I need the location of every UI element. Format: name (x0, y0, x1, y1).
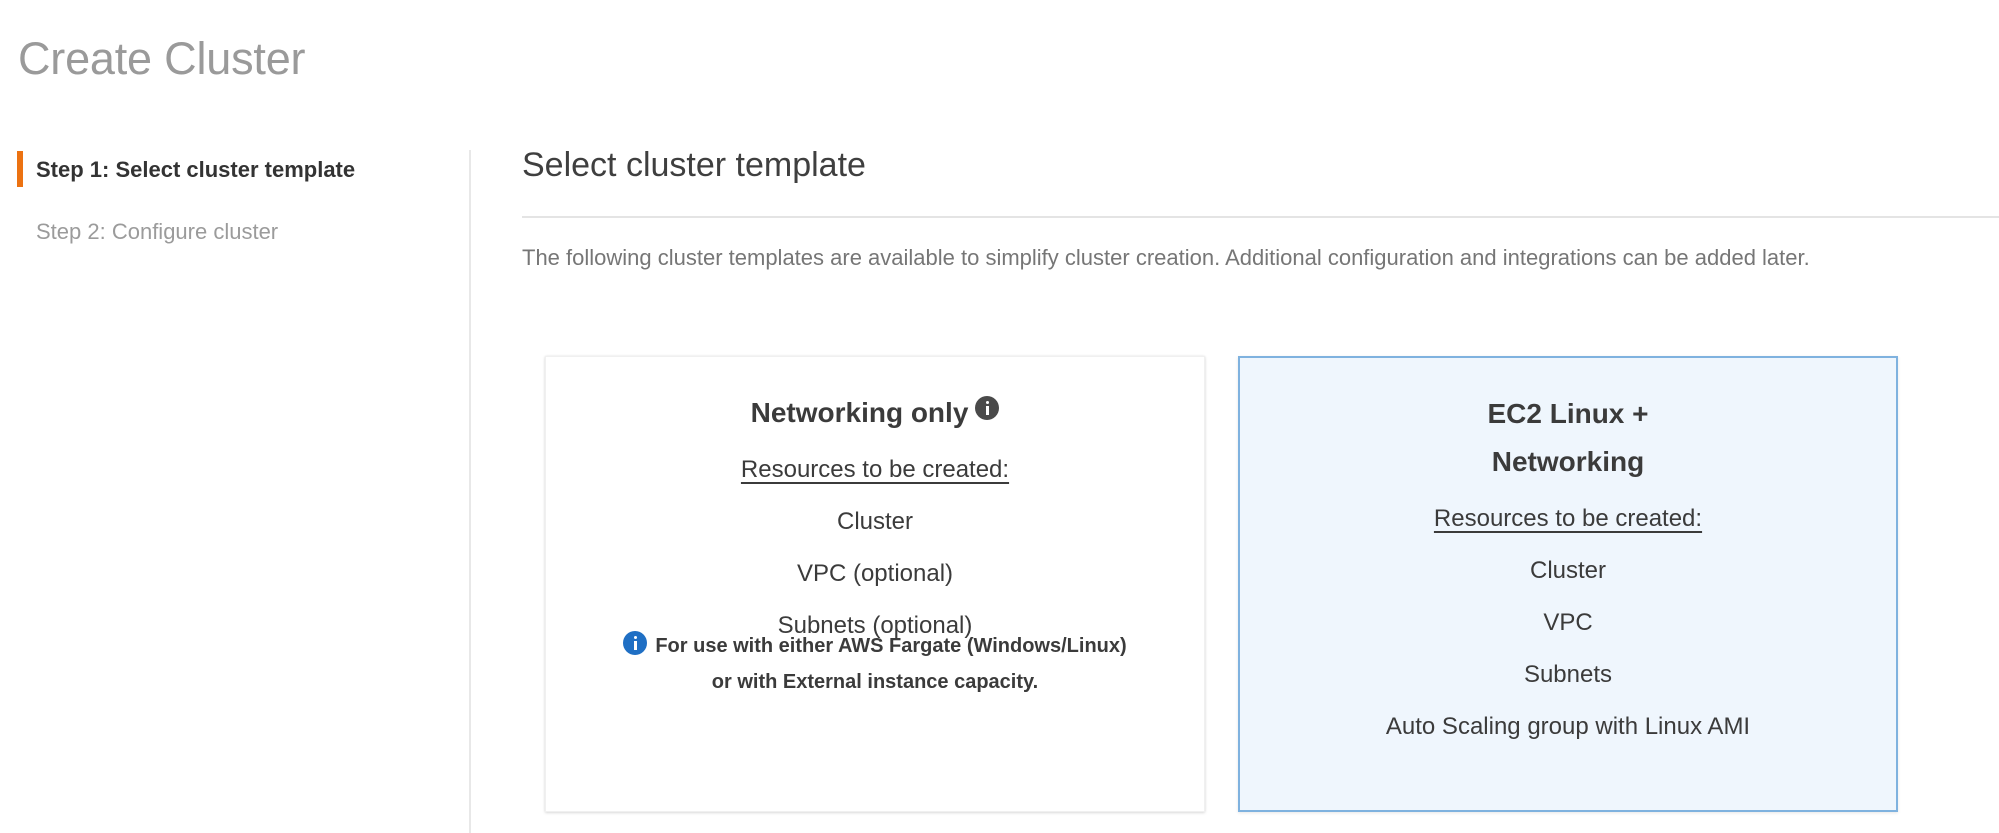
list-item: VPC (optional) (796, 560, 954, 587)
page-title: Create Cluster (18, 33, 306, 84)
card-title-text: Networking only (750, 397, 969, 428)
section-description: The following cluster templates are avai… (522, 245, 1810, 270)
card-note-line-1: For use with either AWS Fargate (Windows… (655, 635, 1127, 657)
sidebar-item-step-1[interactable]: Step 1: Select cluster template (36, 157, 356, 182)
card-note-line-2: or with External instance capacity. (711, 671, 1039, 693)
template-card-networking-only[interactable]: Networking only Resources to be created:… (545, 356, 1205, 812)
resources-label: Resources to be created: (740, 456, 1010, 483)
section-title: Select cluster template (522, 146, 866, 184)
resources-label: Resources to be created: (1433, 505, 1703, 532)
resource-list: Cluster VPC Subnets Auto Scaling group w… (1240, 556, 1896, 742)
card-title: Networking only (546, 389, 1204, 437)
list-item: VPC (1543, 609, 1593, 636)
list-item: Auto Scaling group with Linux AMI (1385, 713, 1751, 740)
sidebar-item-step-2[interactable]: Step 2: Configure cluster (36, 219, 279, 244)
active-step-accent-bar (17, 151, 23, 187)
template-card-ec2-linux-networking[interactable]: EC2 Linux + Networking Resources to be c… (1238, 356, 1898, 812)
card-title-line-2: Networking (1491, 446, 1645, 477)
list-item: Cluster (1529, 557, 1607, 584)
card-title: EC2 Linux + Networking (1240, 390, 1896, 486)
info-icon-blue (623, 631, 648, 655)
resource-list: Cluster VPC (optional) Subnets (optional… (546, 507, 1204, 641)
sidebar-divider (469, 150, 471, 833)
list-item: Subnets (1523, 661, 1613, 688)
info-icon[interactable] (975, 396, 1000, 420)
list-item: Cluster (836, 508, 914, 535)
template-card-list: Networking only Resources to be created:… (545, 356, 1945, 833)
section-divider (522, 216, 1999, 218)
wizard-steps-sidebar: Step 1: Select cluster template Step 2: … (0, 140, 470, 833)
list-item: Subnets (optional) (777, 612, 973, 639)
card-note: For use with either AWS Fargate (Windows… (546, 628, 1204, 700)
card-title-line-1: EC2 Linux + (1487, 398, 1649, 429)
